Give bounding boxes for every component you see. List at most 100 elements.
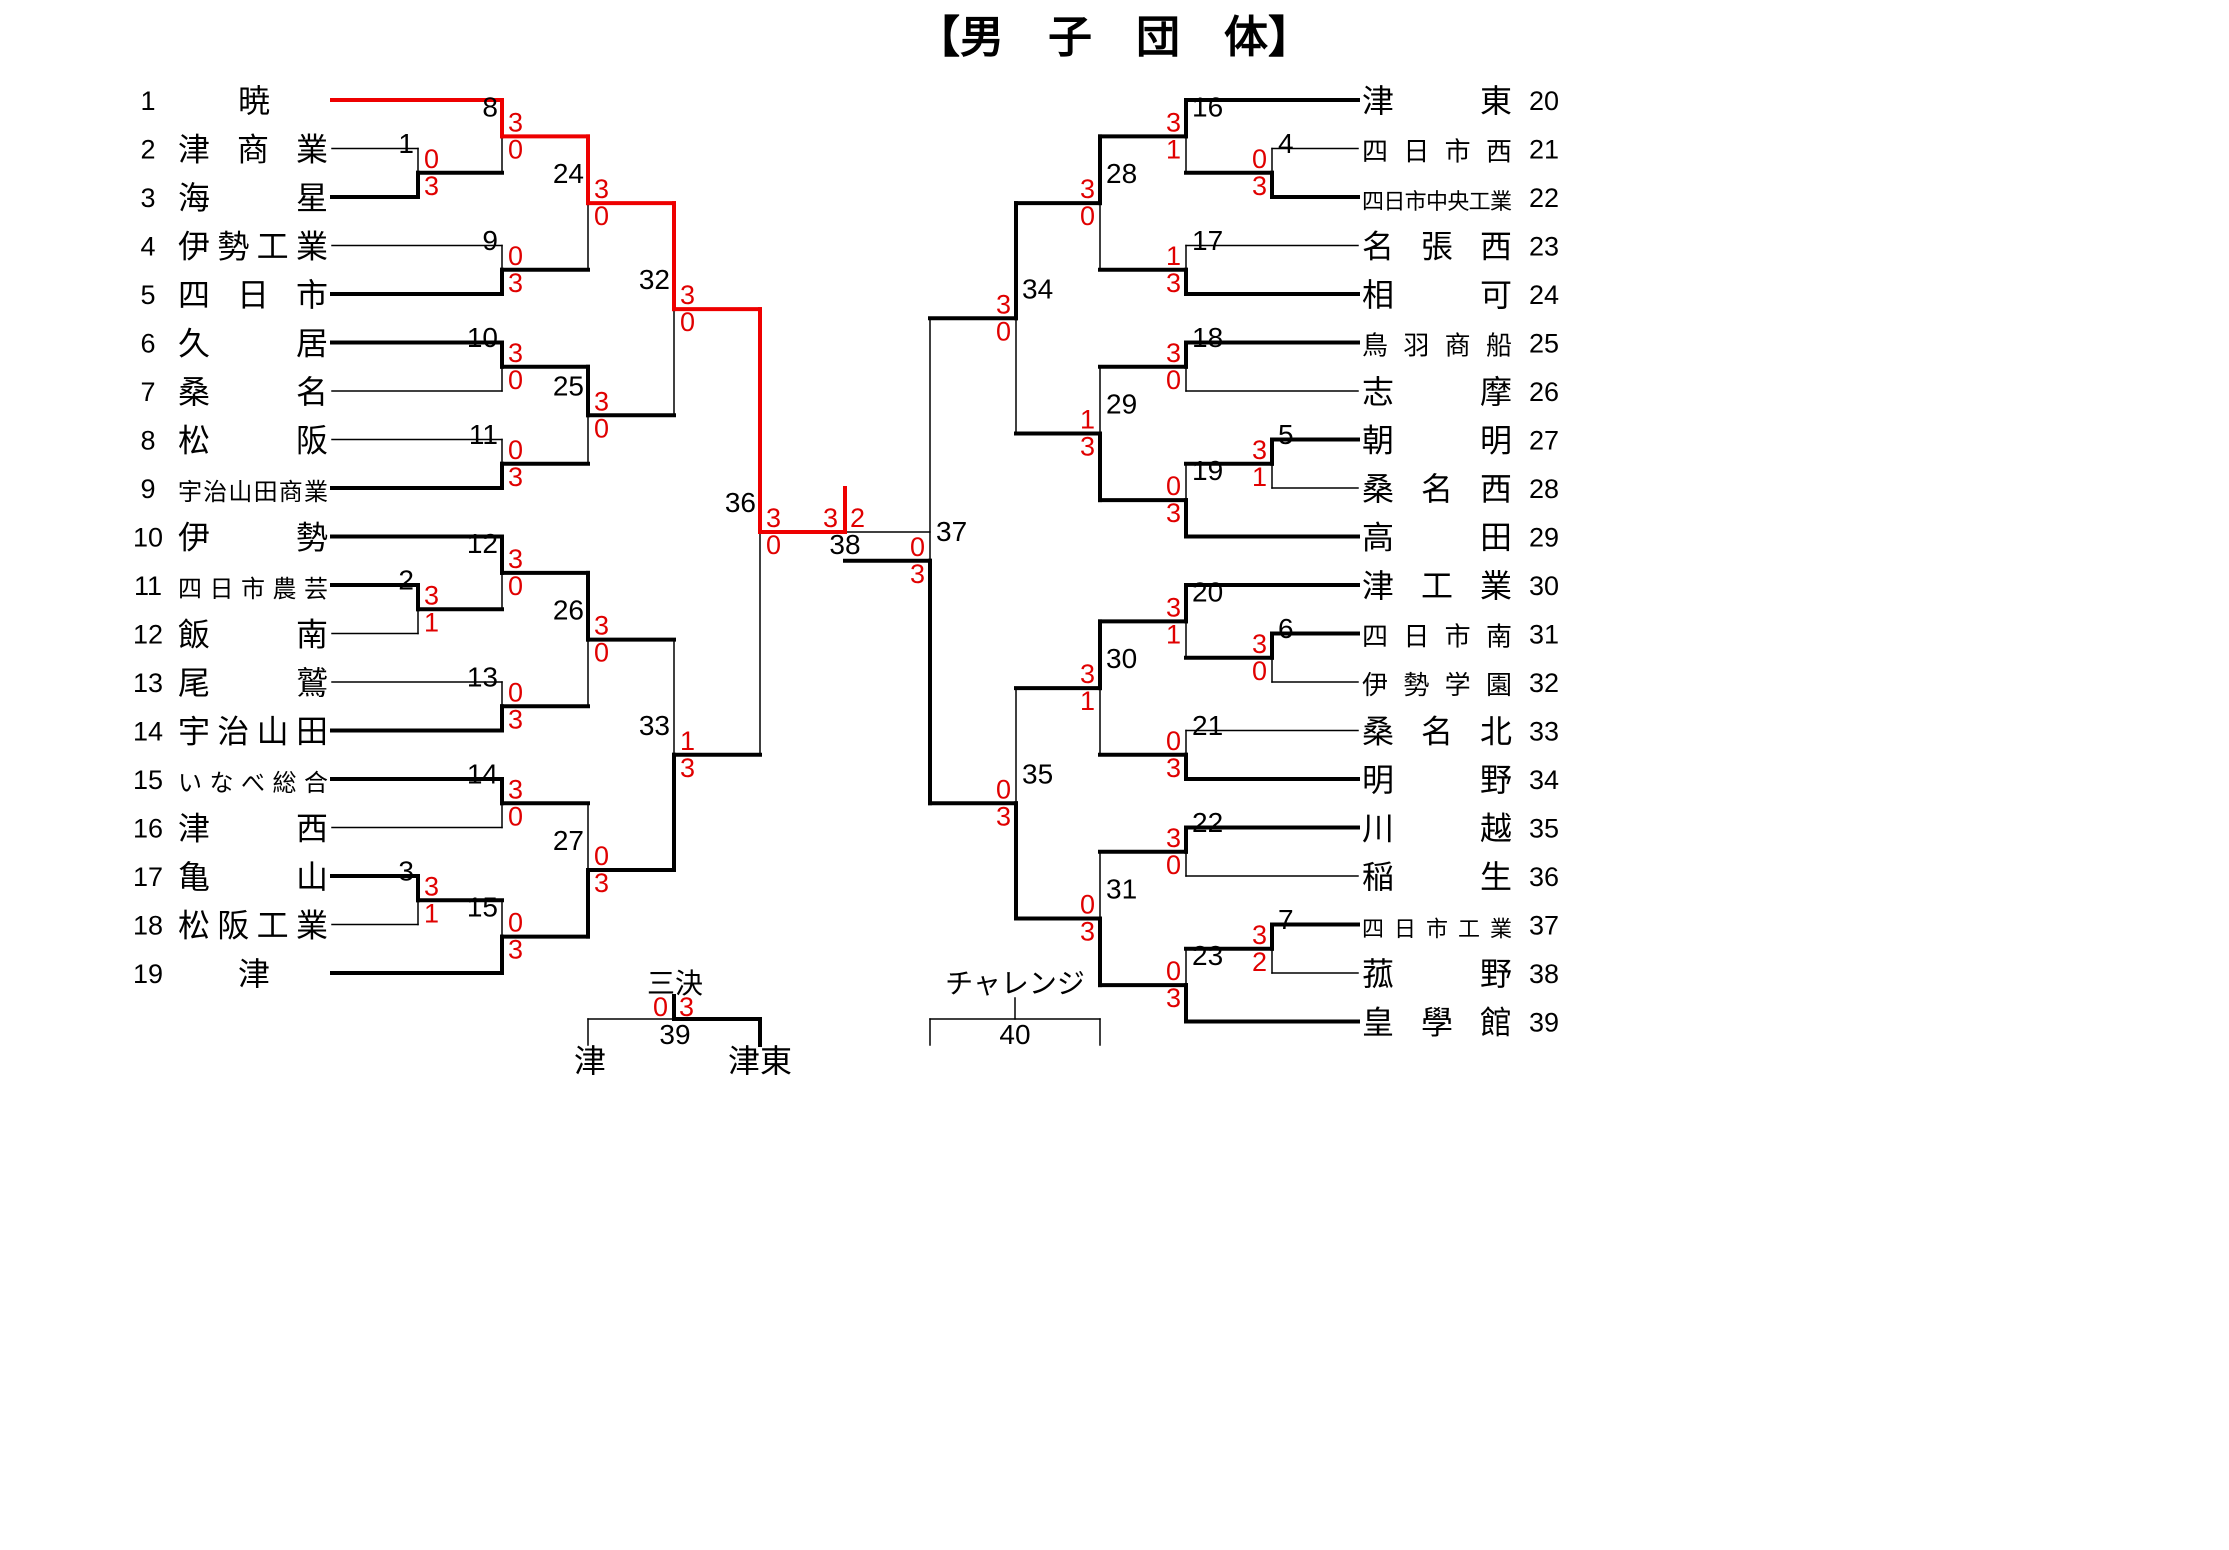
third-place-label: 三決	[647, 967, 703, 1000]
match-score: 3	[508, 107, 523, 137]
match-score: 3	[1252, 171, 1267, 201]
team-name: 桑名北	[1362, 713, 1512, 751]
match-number: 29	[1106, 388, 1137, 419]
match-score: 0	[508, 677, 523, 707]
team-seed: 18	[133, 911, 163, 941]
team-seed: 38	[1529, 959, 1559, 989]
match-score: 3	[508, 268, 523, 298]
match-score: 3	[823, 503, 838, 533]
match-score: 3	[1080, 431, 1095, 461]
match-number: 37	[936, 516, 967, 547]
team-name: 四日市中央工業	[1362, 190, 1512, 215]
match-number: 39	[659, 1019, 690, 1050]
match-score: 3	[680, 753, 695, 783]
match-score: 3	[996, 801, 1011, 831]
team-seed: 19	[133, 959, 163, 989]
match-score: 3	[1166, 753, 1181, 783]
team-name: 伊勢学園	[1362, 671, 1512, 701]
match-score: 0	[910, 532, 925, 562]
team-seed: 2	[140, 135, 155, 165]
match-score: 3	[1252, 920, 1267, 950]
match-score: 3	[1166, 823, 1181, 853]
team-name: 桑名	[178, 373, 328, 411]
team-name: 久居	[178, 325, 328, 363]
team-seed: 26	[1529, 377, 1559, 407]
match-score: 0	[424, 144, 439, 174]
match-number: 35	[1022, 758, 1053, 789]
match-number: 40	[999, 1019, 1030, 1050]
team-name: 宇治山田商業	[178, 478, 328, 506]
team-seed: 34	[1529, 765, 1559, 795]
match-score: 0	[653, 992, 668, 1022]
match-score: 1	[424, 607, 439, 637]
match-number: 7	[1278, 904, 1294, 935]
team-name: 名張西	[1362, 228, 1512, 266]
match-score: 0	[508, 134, 523, 164]
team-name: 皇學館	[1362, 1004, 1512, 1042]
match-score: 1	[1080, 686, 1095, 716]
match-score: 0	[1166, 365, 1181, 395]
match-number: 2	[398, 564, 414, 595]
match-score: 3	[1080, 916, 1095, 946]
match-number: 8	[482, 91, 498, 122]
team-name: 四日市	[178, 276, 328, 314]
page-title: 【男 子 団 体】	[916, 12, 1312, 63]
match-number: 16	[1192, 91, 1223, 122]
team-seed: 17	[133, 862, 163, 892]
team-seed: 31	[1529, 620, 1559, 650]
team-name: 四日市農芸	[178, 575, 328, 603]
team-seed: 37	[1529, 911, 1559, 941]
challenge-label: チャレンジ	[945, 967, 1085, 1000]
match-score: 3	[508, 774, 523, 804]
match-number: 17	[1192, 225, 1223, 256]
match-number: 19	[1192, 455, 1223, 486]
match-number: 4	[1278, 128, 1294, 159]
match-number: 31	[1106, 873, 1137, 904]
match-score: 0	[594, 841, 609, 871]
match-number: 11	[469, 419, 498, 450]
team-name: 尾鷲	[178, 664, 328, 702]
match-number: 34	[1022, 273, 1053, 304]
match-score: 3	[594, 386, 609, 416]
third-place-team: 津	[574, 1042, 606, 1080]
match-score: 3	[424, 871, 439, 901]
match-score: 3	[1080, 174, 1095, 204]
match-number: 25	[553, 370, 584, 401]
match-number: 23	[1192, 940, 1223, 971]
match-score: 3	[1166, 983, 1181, 1013]
match-score: 3	[1166, 592, 1181, 622]
team-seed: 15	[133, 765, 163, 795]
match-score: 0	[1080, 201, 1095, 231]
match-score: 0	[680, 307, 695, 337]
team-seed: 7	[140, 377, 155, 407]
match-score: 0	[996, 316, 1011, 346]
team-name: 高田	[1362, 519, 1512, 557]
bracket-lines	[330, 98, 1360, 1047]
match-number: 18	[1192, 322, 1223, 353]
match-score: 0	[1166, 726, 1181, 756]
team-name: 志摩	[1362, 373, 1512, 411]
match-score: 0	[1080, 889, 1095, 919]
match-score: 3	[508, 704, 523, 734]
match-number: 36	[725, 487, 756, 518]
match-score: 3	[1080, 659, 1095, 689]
match-score: 3	[679, 992, 694, 1022]
match-score: 3	[508, 462, 523, 492]
match-number: 26	[553, 595, 584, 626]
match-score: 1	[424, 898, 439, 928]
team-name: 津工業	[1362, 567, 1512, 605]
team-seed: 23	[1529, 232, 1559, 262]
team-seed: 16	[133, 814, 163, 844]
team-seed: 21	[1529, 135, 1559, 165]
team-name: 伊勢工業	[178, 228, 328, 266]
match-score: 3	[508, 544, 523, 574]
match-score: 0	[766, 530, 781, 560]
team-seed: 11	[134, 571, 162, 601]
match-score: 1	[1166, 134, 1181, 164]
team-name: 津東	[1362, 82, 1512, 120]
team-name: 伊勢	[178, 519, 328, 557]
match-score: 3	[1252, 629, 1267, 659]
match-score: 3	[508, 338, 523, 368]
match-number: 21	[1192, 710, 1223, 741]
